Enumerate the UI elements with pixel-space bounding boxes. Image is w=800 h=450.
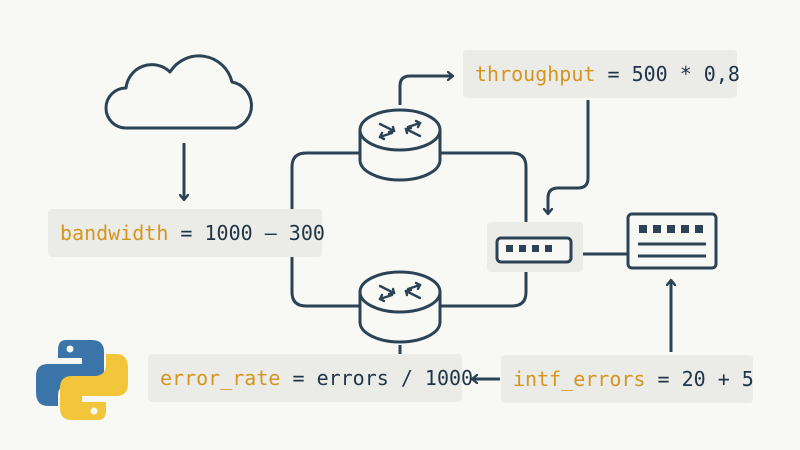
expression: 500 * 0,8 [631,62,740,86]
expression: 1000 – 300 [204,221,325,245]
variable-name: bandwidth [60,221,169,245]
intf-errors-statement: intf_errors = 20 + 5 [501,355,754,403]
router-throughput-arrow [398,76,453,105]
router-icon [358,108,442,182]
cloud-icon [104,54,253,130]
assignment-operator: = [607,62,620,86]
python-logo-icon [36,340,128,420]
variable-name: error_rate [160,366,281,390]
variable-name: intf_errors [513,367,646,391]
bandwidth-statement: bandwidth = 1000 – 300 [48,209,325,257]
assignment-operator: = [292,366,305,390]
router-icon [358,270,442,344]
assignment-operator: = [657,367,670,391]
network-loop-right-bottom [440,270,528,308]
variable-name: throughput [475,62,596,86]
expression: 20 + 5 [681,367,754,391]
network-loop-right [440,151,528,240]
error-rate-statement: error_rate = errors / 1000 [148,354,473,402]
throughput-switch-arrow [548,100,590,214]
throughput-statement: throughput = 500 * 0,8 [463,50,740,98]
expression: errors / 1000 [316,366,474,390]
assignment-operator: = [180,221,193,245]
server-icon [626,212,718,270]
switch-icon [487,222,583,272]
